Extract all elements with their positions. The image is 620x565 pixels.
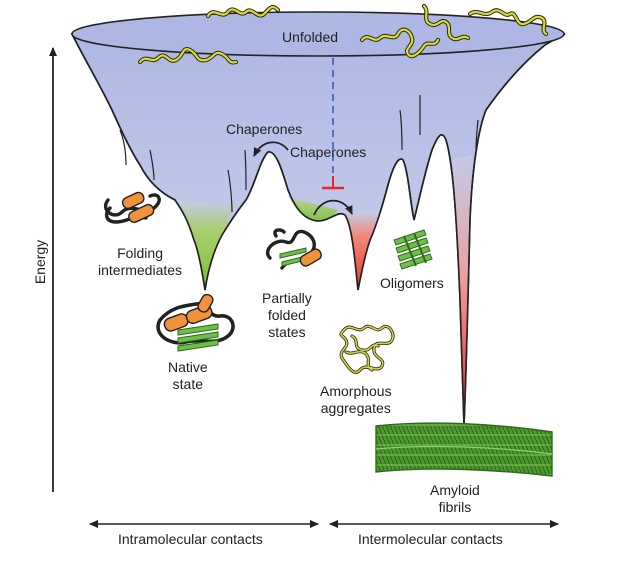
intramolecular-contacts-label: Intramolecular contacts (118, 531, 263, 547)
chaperones-left-label: Chaperones (226, 121, 303, 137)
oligomer-structure (393, 229, 433, 270)
partially-folded-structure (266, 228, 322, 270)
amyloid-fibrils-line-1: Amyloid (430, 482, 480, 498)
amorphous-aggregates-line-2: aggregates (320, 400, 391, 416)
partially-folded-line-3: states (268, 324, 306, 340)
native-well-shallow (288, 195, 338, 221)
funnel-landscape (70, 11, 566, 426)
funnel-ridges (119, 94, 479, 213)
aggregation-arrow (313, 199, 353, 216)
unfolded-chains-color (138, 4, 548, 64)
partially-folded-line-2: folded (267, 307, 306, 323)
oligomers-label: Oligomers (380, 275, 444, 291)
folding-intermediates-line-1: Folding (117, 245, 163, 261)
aggregation-well (340, 212, 380, 290)
native-state-label: Native state (168, 359, 208, 393)
partially-folded-line-1: Partially (262, 290, 312, 306)
native-well (176, 200, 236, 290)
amorphous-aggregates-label: Amorphous aggregates (320, 383, 392, 417)
native-state-line-1: Native (168, 359, 208, 375)
amorphous-aggregates-line-1: Amorphous (320, 383, 392, 399)
folding-intermediates-label: Folding intermediates (98, 245, 182, 279)
partially-folded-label: Partially folded states (262, 290, 312, 341)
energy-axis-label: Energy (32, 239, 48, 285)
folding-intermediate-structure (103, 191, 161, 224)
native-state-line-2: state (172, 376, 204, 392)
unfolded-label: Unfolded (282, 29, 339, 45)
funnel-surface (70, 33, 566, 426)
funnel-outline (71, 33, 566, 426)
chaperone-refold-arrow (253, 141, 289, 157)
amyloid-fibrils-line-2: fibrils (438, 499, 472, 515)
amyloid-fibrils-label: Amyloid fibrils (430, 482, 480, 516)
native-state-structure (156, 293, 235, 352)
amorphous-aggregate-structure (339, 324, 395, 374)
amyloid-spike (452, 155, 472, 425)
amyloid-fibril-structure (375, 422, 553, 477)
chaperones-right-label: Chaperones (290, 144, 367, 160)
intermolecular-contacts-label: Intermolecular contacts (358, 531, 503, 547)
folding-intermediates-line-2: intermediates (98, 262, 183, 278)
